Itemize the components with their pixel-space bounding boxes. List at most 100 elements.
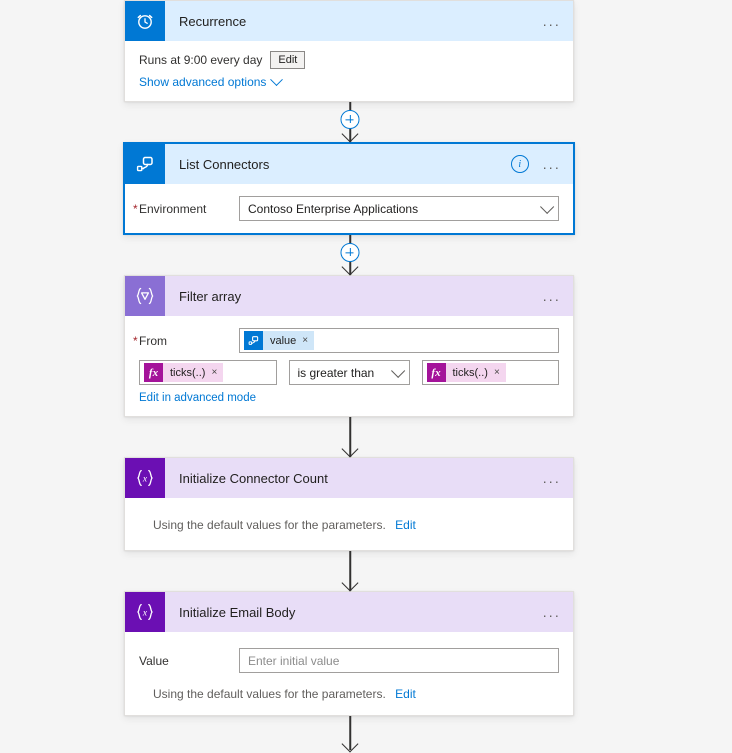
step-card-recurrence[interactable]: Recurrence ... Runs at 9:00 every day Ed…	[124, 0, 574, 102]
insert-step-button[interactable]	[340, 243, 360, 262]
filter-left-input[interactable]: fx ticks(..) ×	[139, 360, 277, 385]
arrow-head-icon	[341, 258, 359, 276]
token-ticks-left[interactable]: fx ticks(..) ×	[144, 363, 224, 382]
card-header-actions: i ...	[510, 155, 561, 173]
insert-step-button[interactable]	[340, 110, 360, 129]
connector-count-to-email-body	[124, 551, 576, 592]
environment-label: Environment	[133, 202, 239, 216]
default-values-text: Using the default values for the paramet…	[153, 518, 386, 532]
arrow-head-icon	[341, 735, 359, 753]
default-values-note: Using the default values for the paramet…	[139, 514, 559, 532]
step-card-filter-array[interactable]: Filter array ... From	[124, 275, 574, 417]
token-value[interactable]: value ×	[244, 331, 315, 350]
card-header-initialize-connector-count[interactable]: x Initialize Connector Count ...	[125, 458, 573, 498]
card-header-actions: ...	[543, 471, 561, 485]
connector-list-to-filter	[124, 235, 576, 276]
connector-line	[349, 417, 351, 457]
token-body: ticks(..) ×	[163, 363, 224, 382]
alarm-clock-icon	[125, 1, 165, 41]
step-card-initialize-connector-count[interactable]: x Initialize Connector Count ... Using t…	[124, 457, 574, 551]
more-commands-icon[interactable]: ...	[542, 288, 561, 304]
expression-fx-icon: fx	[144, 363, 163, 382]
connector-line	[349, 551, 351, 591]
card-header-actions: ...	[543, 14, 561, 28]
token-ticks-right[interactable]: fx ticks(..) ×	[426, 363, 506, 382]
token-body: value ×	[263, 331, 315, 350]
token-label: ticks(..)	[452, 366, 488, 379]
flow-designer-canvas: Recurrence ... Runs at 9:00 every day Ed…	[0, 0, 732, 622]
connector-trailing	[124, 716, 576, 753]
from-field-row: From	[133, 328, 559, 353]
connector-recurrence-to-list	[124, 102, 576, 143]
filter-operator-value: is greater than	[297, 365, 375, 380]
info-icon[interactable]: i	[510, 155, 529, 173]
from-label: From	[133, 334, 239, 348]
edit-recurrence-button[interactable]: Edit	[270, 51, 306, 69]
chevron-down-icon	[270, 72, 284, 86]
close-icon[interactable]: ×	[211, 367, 218, 378]
card-title: Recurrence	[179, 13, 247, 29]
filter-condition-row: fx ticks(..) × is greater than	[139, 360, 559, 385]
variable-braces-icon: x	[125, 458, 165, 498]
card-title: List Connectors	[179, 156, 270, 172]
close-icon[interactable]: ×	[493, 367, 500, 378]
value-field-row: Value Enter initial value	[139, 648, 559, 673]
card-body-list-connectors: Environment Contoso Enterprise Applicati…	[125, 184, 573, 233]
connector-icon	[125, 144, 165, 184]
token-label: ticks(..)	[170, 366, 206, 379]
connector-icon	[244, 331, 263, 350]
connector-filter-to-count	[124, 417, 576, 458]
filter-right-cell: fx ticks(..) ×	[421, 360, 559, 385]
default-values-text: Using the default values for the paramet…	[153, 687, 386, 701]
card-body-filter-array: From	[125, 316, 573, 416]
environment-value: Contoso Enterprise Applications	[248, 201, 419, 216]
card-title: Filter array	[179, 288, 242, 304]
default-values-note: Using the default values for the paramet…	[139, 673, 559, 701]
card-header-list-connectors[interactable]: List Connectors i ...	[125, 144, 573, 184]
close-icon[interactable]: ×	[302, 335, 309, 346]
value-label: Value	[139, 653, 169, 668]
from-token-input[interactable]: value ×	[239, 328, 559, 353]
card-header-filter-array[interactable]: Filter array ...	[125, 276, 573, 316]
value-placeholder: Enter initial value	[248, 653, 340, 668]
filter-right-input[interactable]: fx ticks(..) ×	[421, 360, 559, 385]
filter-operator-cell: is greater than	[288, 360, 410, 385]
variable-braces-icon: x	[125, 592, 165, 632]
card-header-initialize-email-body[interactable]: x Initialize Email Body ...	[125, 592, 573, 632]
card-header-recurrence[interactable]: Recurrence ...	[125, 1, 573, 41]
more-commands-icon[interactable]: ...	[542, 604, 561, 620]
recurrence-summary-row: Runs at 9:00 every day Edit	[139, 51, 559, 69]
token-label: value	[270, 334, 297, 347]
environment-dropdown[interactable]: Contoso Enterprise Applications	[239, 196, 559, 221]
value-input[interactable]: Enter initial value	[239, 648, 559, 673]
card-body-initialize-email-body: Value Enter initial value Using the defa…	[125, 632, 573, 715]
edit-link[interactable]: Edit	[395, 518, 416, 532]
flow-steps-column: Recurrence ... Runs at 9:00 every day Ed…	[123, 0, 576, 753]
show-advanced-options-link[interactable]: Show advanced options	[139, 72, 284, 89]
more-commands-icon[interactable]: ...	[542, 156, 561, 172]
card-header-actions: ...	[543, 289, 561, 303]
edit-link[interactable]: Edit	[395, 687, 416, 701]
more-commands-icon[interactable]: ...	[542, 470, 561, 486]
token-body: ticks(..) ×	[445, 363, 506, 382]
environment-field-row: Environment Contoso Enterprise Applicati…	[133, 196, 559, 221]
card-body-initialize-connector-count: Using the default values for the paramet…	[125, 498, 573, 550]
chevron-down-icon	[540, 199, 555, 214]
arrow-head-icon	[341, 440, 359, 458]
expression-fx-icon: fx	[426, 363, 446, 382]
more-commands-icon[interactable]: ...	[542, 13, 561, 29]
edit-in-advanced-mode-link[interactable]: Edit in advanced mode	[139, 392, 256, 404]
step-card-list-connectors[interactable]: List Connectors i ... Environment Contos…	[123, 142, 575, 235]
card-title: Initialize Connector Count	[179, 470, 328, 486]
filter-left-cell: fx ticks(..) ×	[139, 360, 277, 385]
filter-operator-dropdown[interactable]: is greater than	[288, 360, 410, 385]
step-card-initialize-email-body[interactable]: x Initialize Email Body ... Value Enter …	[124, 591, 574, 716]
card-title: Initialize Email Body	[179, 604, 296, 620]
arrow-head-icon	[341, 574, 359, 592]
recurrence-schedule-text: Runs at 9:00 every day	[139, 53, 263, 67]
filter-braces-icon	[125, 276, 165, 316]
show-advanced-options-label: Show advanced options	[139, 75, 267, 89]
chevron-down-icon	[390, 363, 405, 378]
svg-text:x: x	[142, 475, 148, 485]
card-body-recurrence: Runs at 9:00 every day Edit Show advance…	[125, 41, 573, 101]
